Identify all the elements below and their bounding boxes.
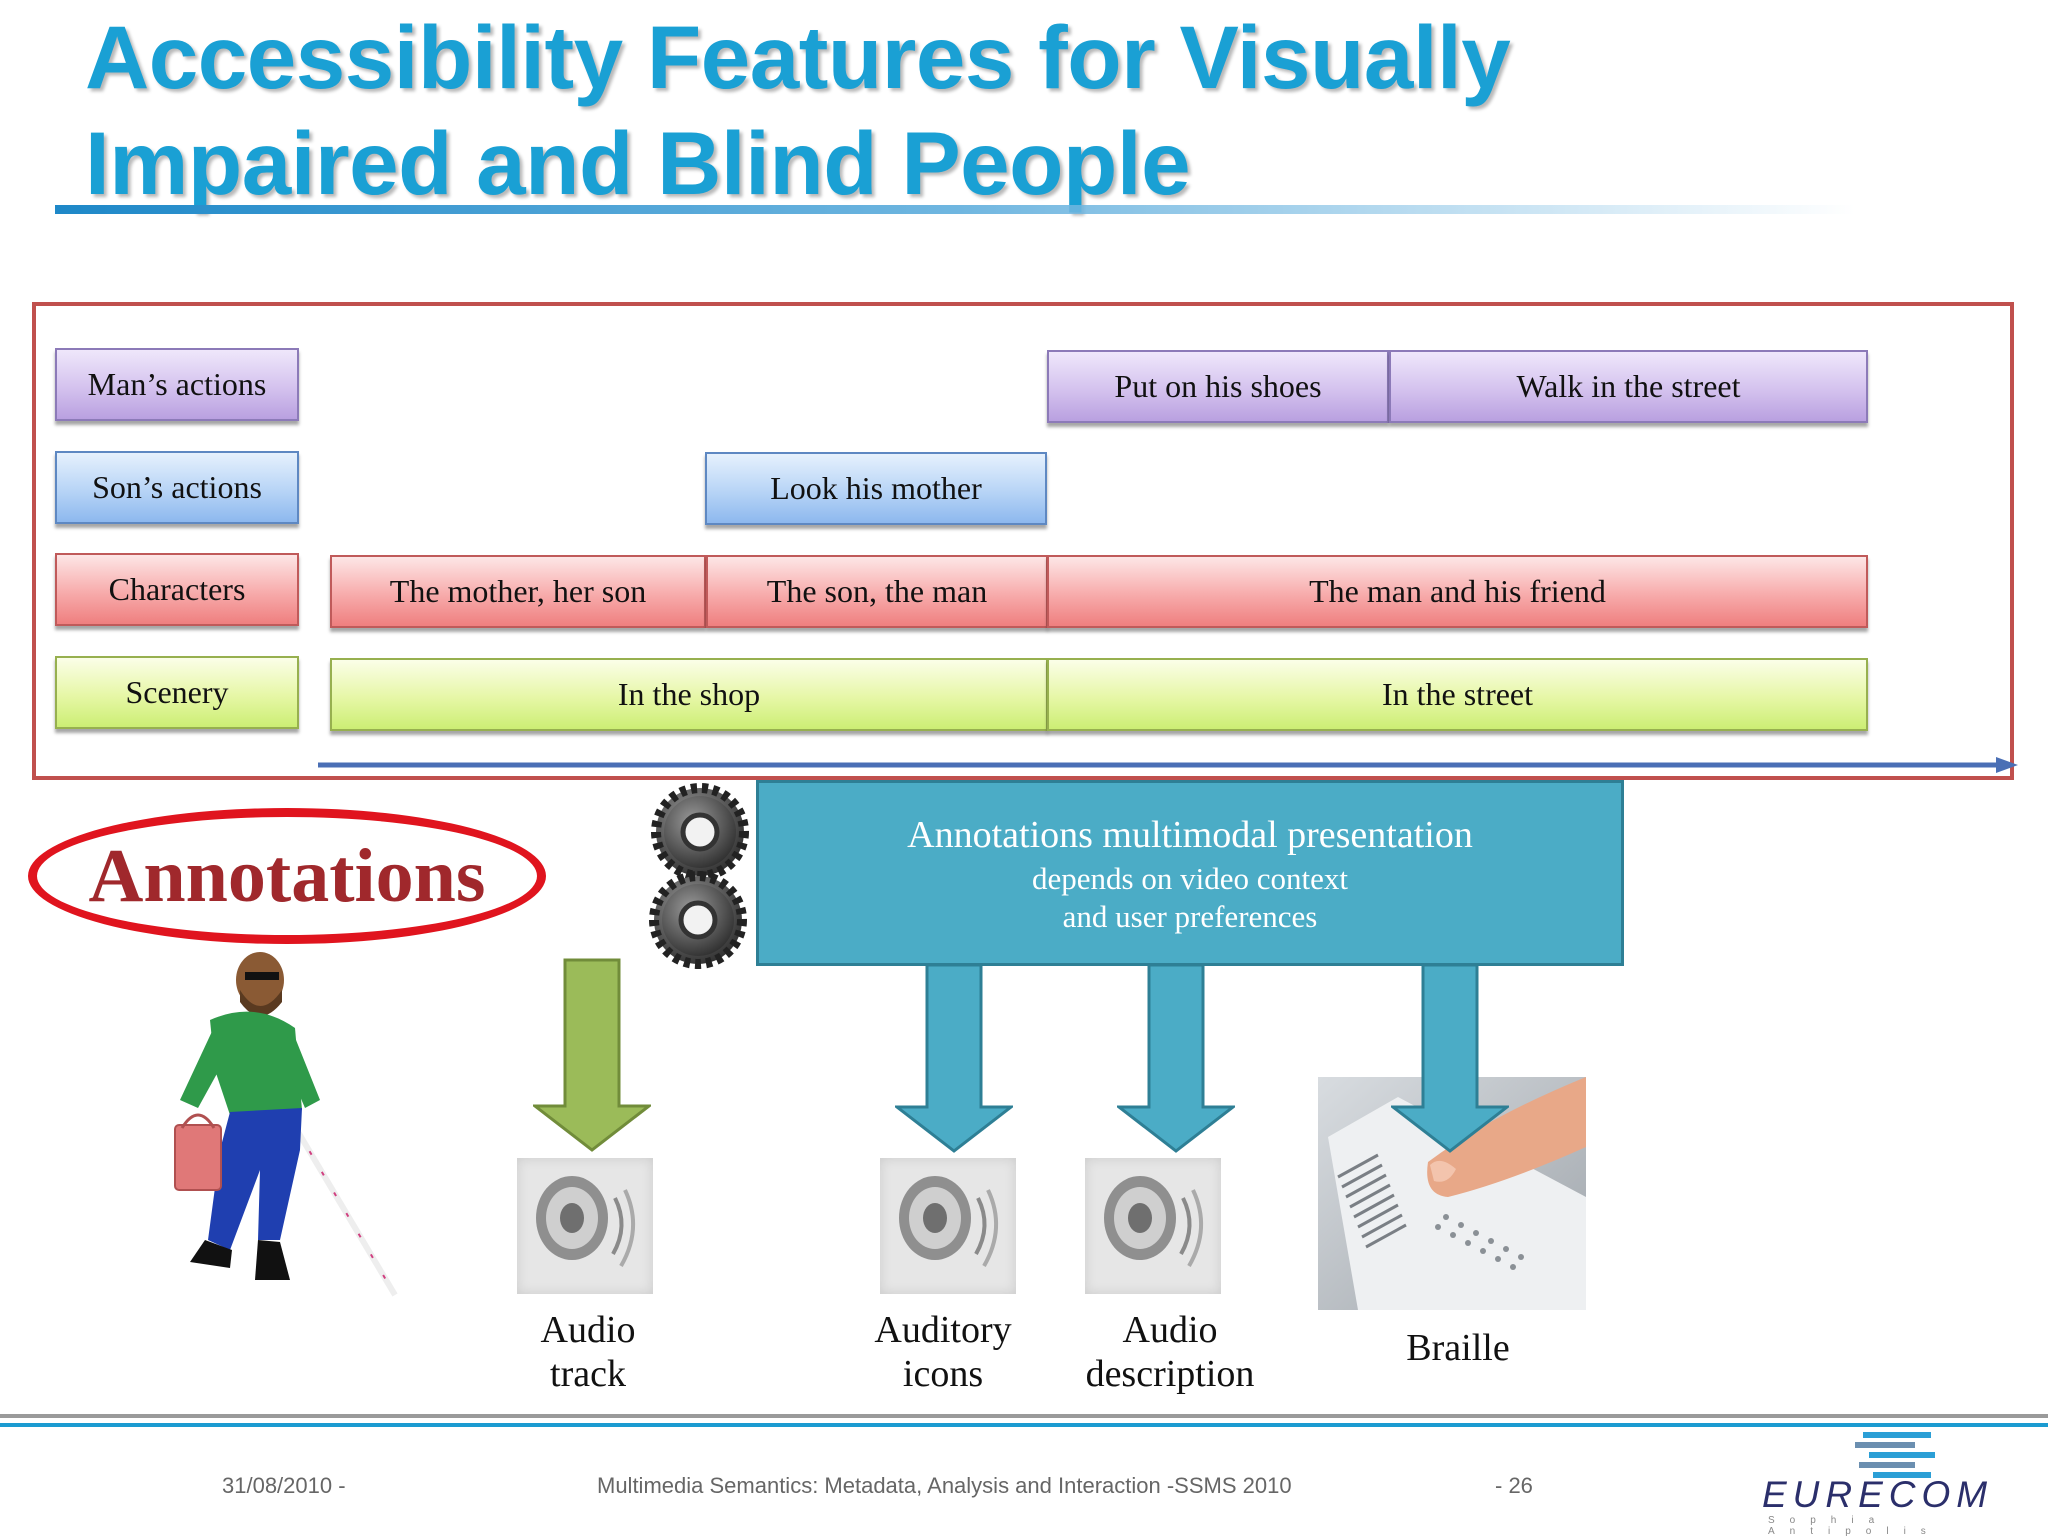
footer-date: 31/08/2010 -: [222, 1473, 346, 1498]
title-line-1: Accessibility Features for Visually: [85, 7, 1511, 107]
segment-man-and-friend: The man and his friend: [1047, 555, 1868, 628]
segment-son-the-man: The son, the man: [706, 555, 1048, 628]
arrow-down-audio-track: [533, 958, 651, 1152]
timeline-frame: [32, 302, 2014, 780]
eurecom-logo-text: EURECOM: [1762, 1474, 1994, 1515]
caption-braille: Braille: [1406, 1327, 1510, 1369]
row-label-characters: Characters: [55, 553, 299, 626]
speaker-icon: [1085, 1158, 1221, 1294]
annotations-oval: [28, 808, 546, 944]
presentation-box: Annotations multimodal presentation depe…: [756, 780, 1624, 966]
title-underline: [55, 205, 1855, 214]
title-line-2: Impaired and Blind People: [85, 113, 1191, 213]
caption-auditory-icons: Auditory icons: [853, 1308, 1033, 1396]
caption-line: track: [550, 1353, 626, 1395]
caption-line: Audio: [1122, 1309, 1218, 1351]
caption-line: Auditory: [874, 1309, 1012, 1351]
row-label-mans-actions: Man’s actions: [55, 348, 299, 421]
segment-walk-in-street: Walk in the street: [1389, 350, 1868, 423]
caption-line: description: [1085, 1353, 1255, 1395]
slide-title: Accessibility Features for Visually Impa…: [85, 4, 1885, 216]
segment-in-the-street: In the street: [1047, 658, 1868, 731]
arrow-down-audio-description: [1117, 963, 1235, 1153]
eurecom-logo-icon: [1855, 1432, 1935, 1478]
footer-page-number: - 26: [1495, 1473, 1533, 1498]
arrow-down-auditory-icons: [895, 963, 1013, 1153]
annotations-label: Annotations: [88, 833, 486, 918]
caption-audio-description: Audio description: [1060, 1308, 1280, 1396]
speaker-icon: [880, 1158, 1016, 1294]
eurecom-logo-tagline: Sophia Antipolis: [1768, 1515, 1941, 1537]
caption-audio-track: Audio track: [488, 1308, 688, 1396]
segment-in-the-shop: In the shop: [330, 658, 1048, 731]
blind-person-icon: [174, 952, 398, 1297]
presentation-title: Annotations multimodal presentation: [907, 814, 1473, 856]
gears-icon: [649, 783, 749, 969]
caption-line: Audio: [540, 1309, 636, 1351]
arrow-down-braille: [1391, 963, 1509, 1153]
speaker-icon: [517, 1158, 653, 1294]
footer-course: Multimedia Semantics: Metadata, Analysis…: [597, 1473, 1292, 1498]
footer-divider-accent: [0, 1423, 2048, 1427]
caption-line: icons: [902, 1353, 984, 1395]
presentation-subtitle-1: depends on video context: [1032, 861, 1348, 896]
segment-mother-her-son: The mother, her son: [330, 555, 706, 628]
time-axis-arrow: [318, 757, 2018, 773]
row-label-scenery: Scenery: [55, 656, 299, 729]
row-label-sons-actions: Son’s actions: [55, 451, 299, 524]
presentation-subtitle-2: and user preferences: [1062, 899, 1318, 934]
footer-divider: [0, 1414, 2048, 1418]
segment-put-on-shoes: Put on his shoes: [1047, 350, 1389, 423]
segment-look-his-mother: Look his mother: [705, 452, 1047, 525]
